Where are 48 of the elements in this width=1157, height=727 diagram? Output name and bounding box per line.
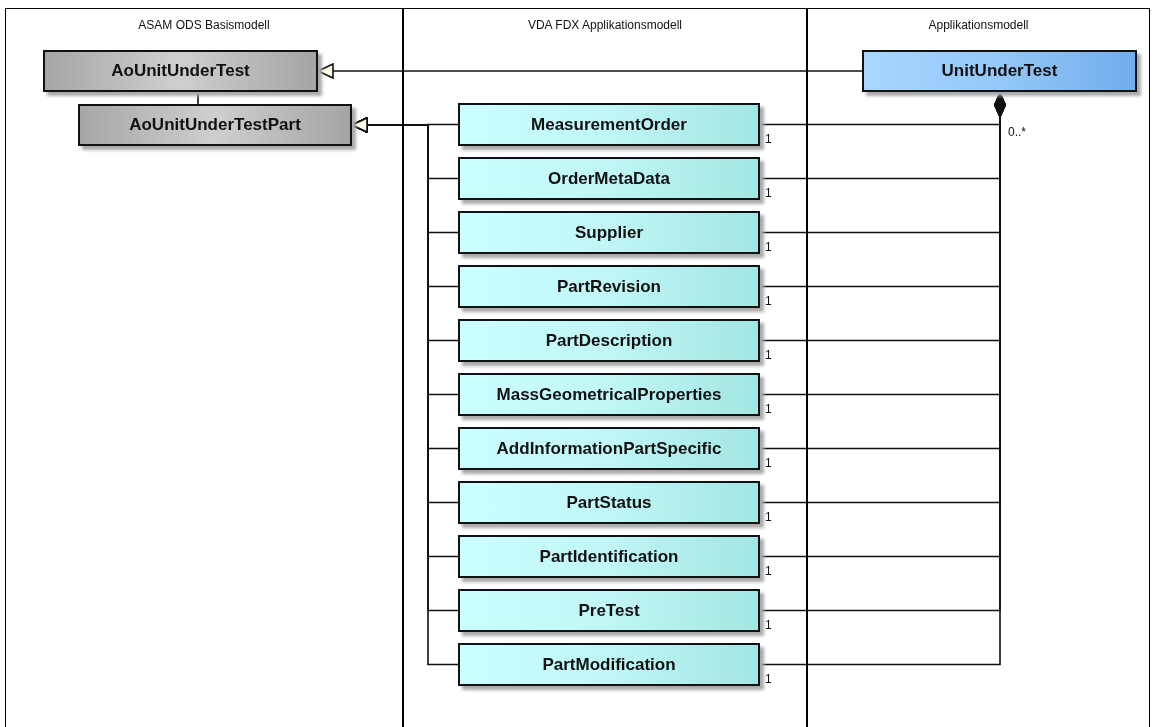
multiplicity-label: 1 [765,132,772,145]
class-box [458,211,760,254]
multiplicity-label: 1 [765,294,772,307]
multiplicity-label: 0..* [1008,126,1026,138]
class-box [458,589,760,632]
class-box [43,50,318,92]
multiplicity-label: 1 [765,402,772,415]
class-name: PartStatus [566,492,652,513]
class-name: MassGeometricalProperties [496,384,722,405]
class-name: AddInformationPartSpecific [496,438,722,459]
class-name: UnitUnderTest [941,61,1058,81]
class-name: PartModification [542,654,676,675]
class-box [458,373,760,416]
multiplicity-label: 1 [765,618,772,631]
class-name: OrderMetaData [548,168,670,189]
swimlane [807,8,1150,727]
class-box [458,265,760,308]
class-name: AoUnitUnderTestPart [129,115,301,135]
class-box [458,481,760,524]
multiplicity-label: 1 [765,240,772,253]
class-name: PartRevision [557,276,661,297]
class-box [78,104,352,146]
class-name: PartDescription [545,330,673,351]
multiplicity-label: 1 [765,186,772,199]
lane-title: VDA FDX Applikationsmodell [526,18,684,32]
class-box [458,535,760,578]
multiplicity-label: 1 [765,456,772,469]
class-box [458,103,760,146]
class-box [458,427,760,470]
lane-title: Applikationsmodell [927,18,1030,32]
class-box [458,157,760,200]
multiplicity-label: 1 [765,348,772,361]
class-name: Supplier [575,222,643,243]
class-name: PreTest [578,600,640,621]
class-box [862,50,1137,92]
lane-title: ASAM ODS Basismodell [137,18,271,32]
swimlane [5,8,403,727]
class-name: MeasurementOrder [531,114,687,135]
multiplicity-label: 1 [765,510,772,523]
connector-line [197,91,199,105]
swimlane [403,8,807,727]
class-box [458,319,760,362]
class-name: PartIdentification [539,546,679,567]
multiplicity-label: 1 [765,672,772,685]
class-box [458,643,760,686]
multiplicity-label: 1 [765,564,772,577]
class-name: AoUnitUnderTest [111,61,250,81]
generalization-arrow [317,63,863,79]
